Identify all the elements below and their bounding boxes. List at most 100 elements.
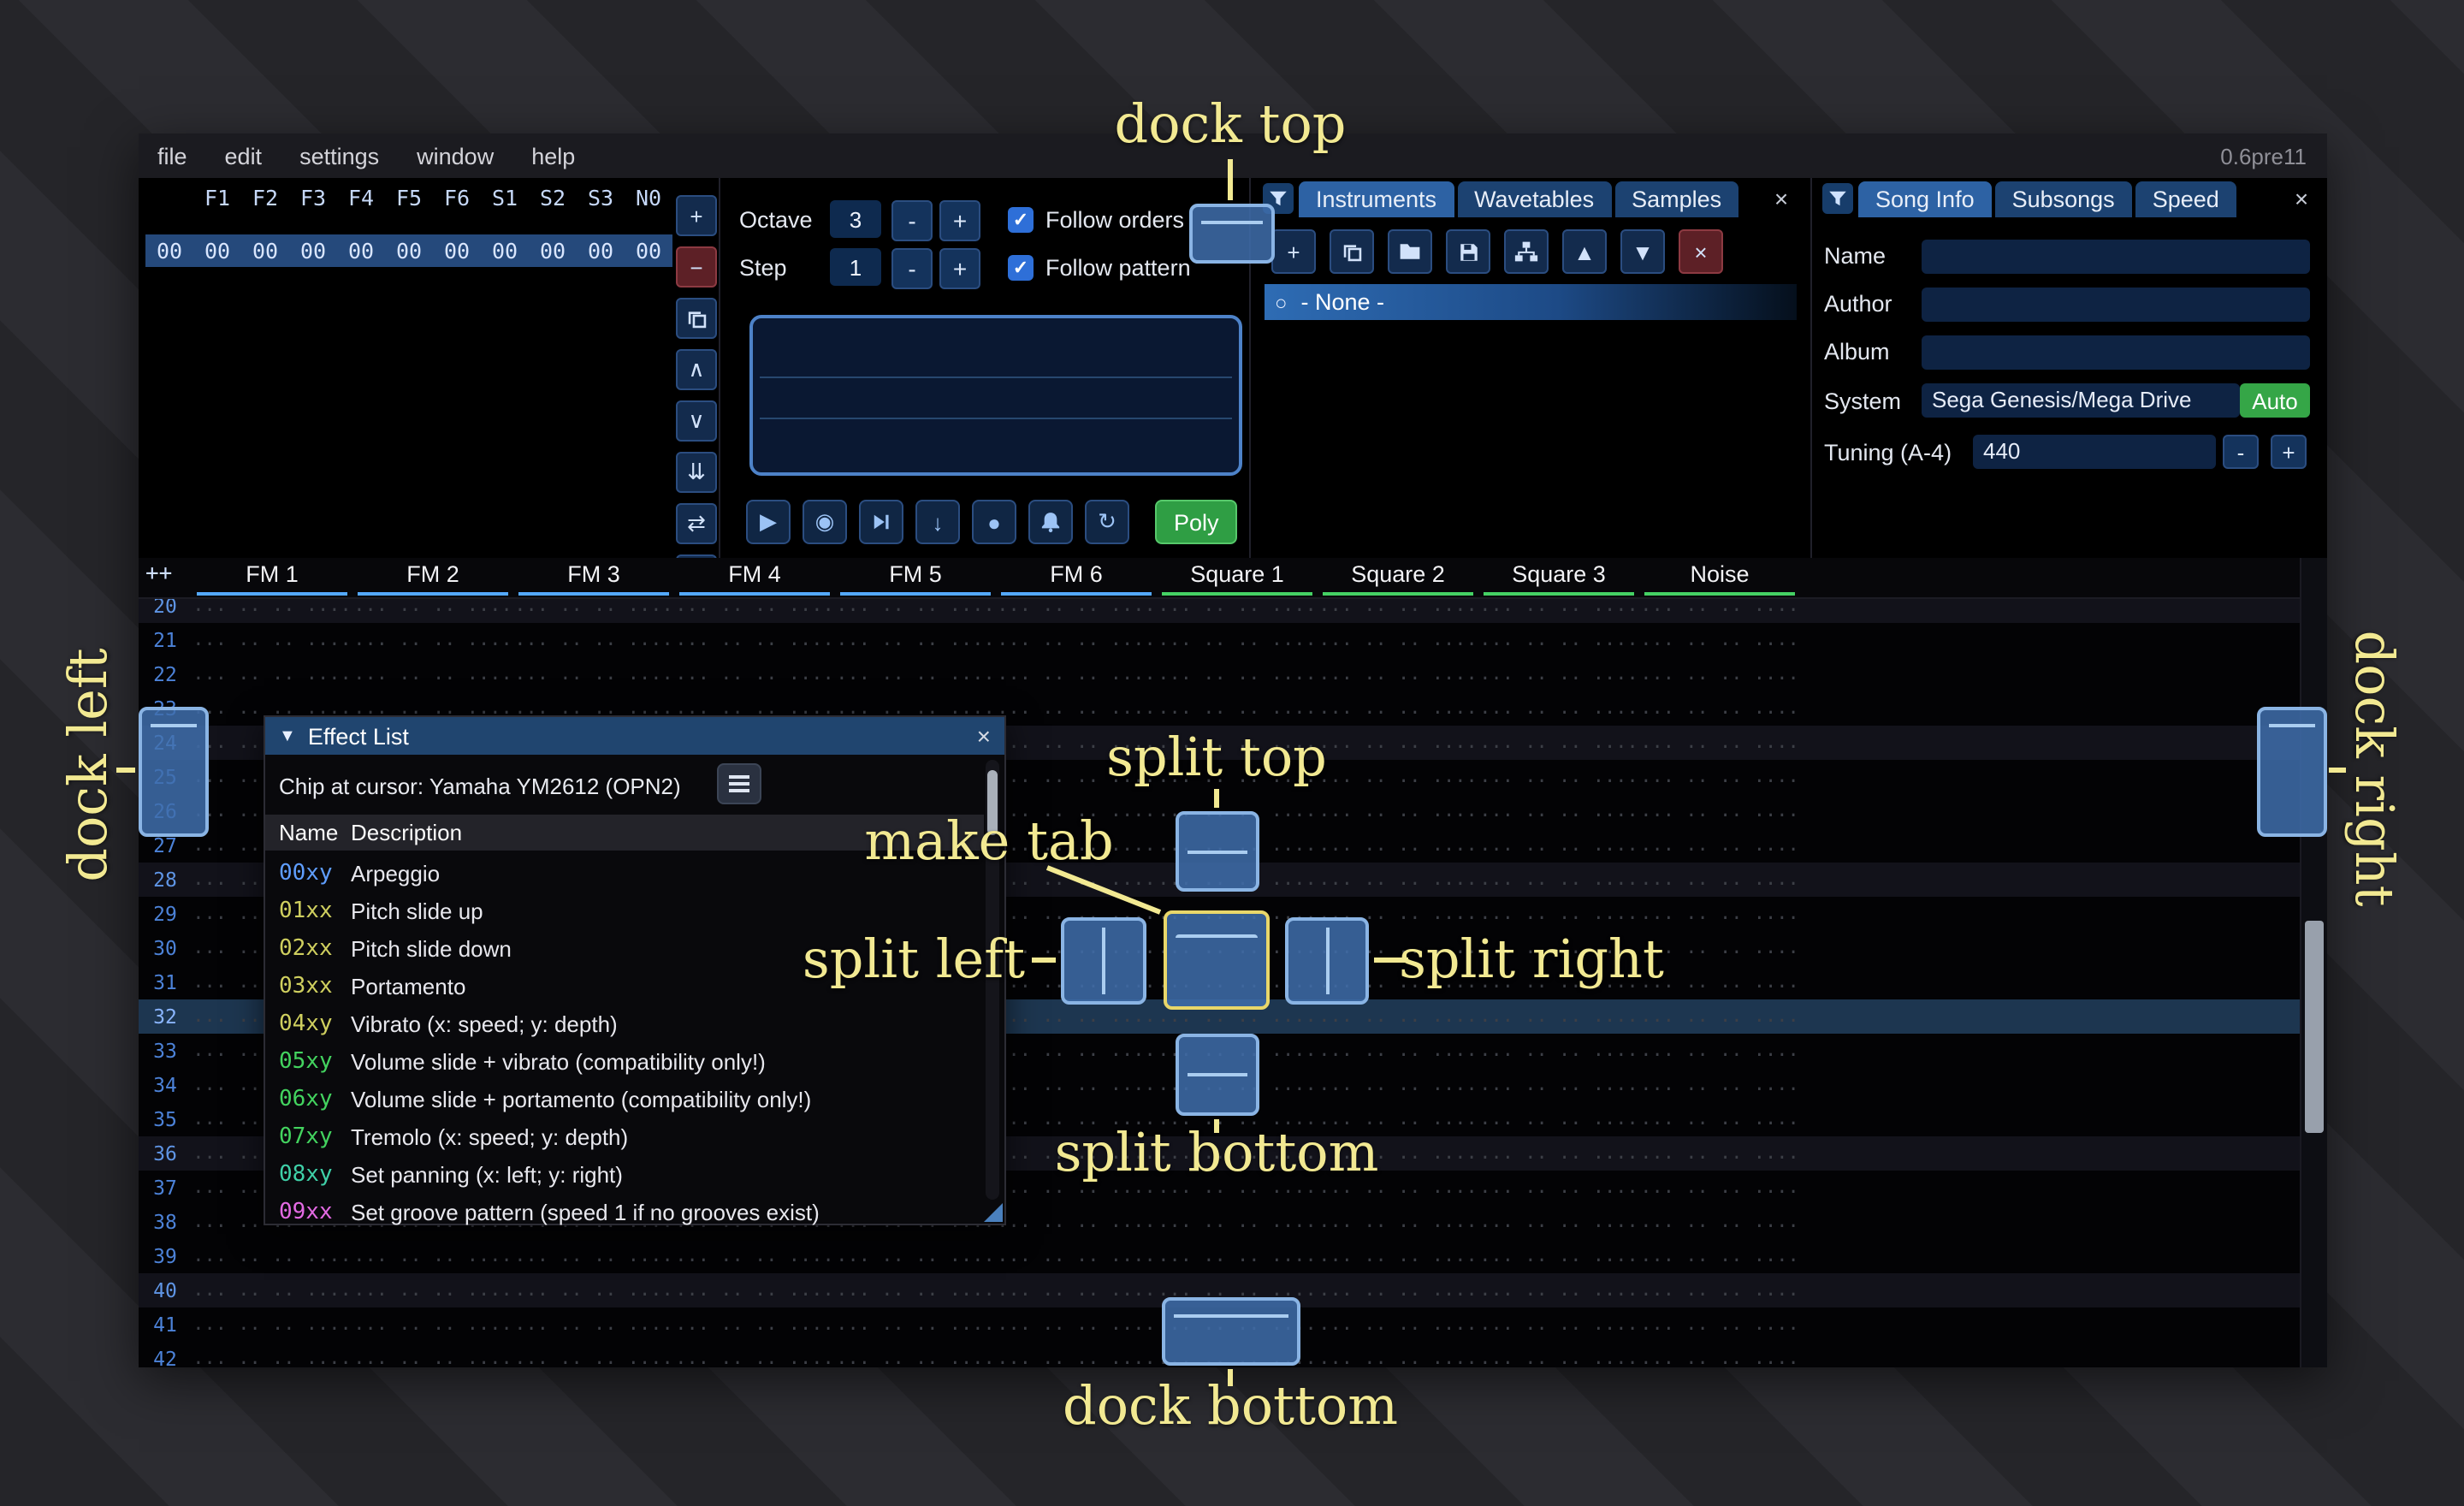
move-order-down-button[interactable]: ∨ (676, 400, 717, 442)
pattern-cell[interactable]: ... .. .. .... (1640, 1107, 1799, 1130)
pattern-cell[interactable]: ... .. .. .... (675, 1313, 834, 1335)
pattern-cell[interactable]: ... .. .. .... (514, 1278, 673, 1301)
pattern-cell[interactable]: ... .. .. .... (1158, 1244, 1317, 1266)
effect-list-titlebar[interactable]: ▼ Effect List × (265, 717, 1004, 755)
tab-instruments[interactable]: Instruments (1299, 181, 1454, 217)
pattern-cell[interactable]: ... .. .. .... (997, 1073, 1156, 1095)
record-button[interactable]: ● (972, 500, 1016, 544)
pattern-cell[interactable]: ... .. .. .... (997, 765, 1156, 787)
pattern-cell[interactable]: ... .. .. .... (997, 1244, 1156, 1266)
play-from-cursor-button[interactable]: ◉ (803, 500, 847, 544)
pattern-cell[interactable]: ... .. .. .... (1318, 1141, 1478, 1164)
pattern-cell[interactable]: ... .. .. .... (1479, 833, 1638, 856)
channel-header-fm-5[interactable]: FM 5 (835, 558, 996, 597)
pattern-cell[interactable]: ... .. .. .... (1479, 1244, 1638, 1266)
pattern-cell[interactable]: ... .. .. .... (353, 1278, 512, 1301)
order-value-cell[interactable]: 00 (491, 238, 518, 264)
pattern-cell[interactable]: ... .. .. .... (1479, 1347, 1638, 1367)
move-instrument-up-button[interactable]: ▲ (1562, 229, 1607, 274)
collapse-icon[interactable]: ▼ (279, 726, 296, 745)
pattern-cell[interactable]: ... .. .. .... (192, 1244, 352, 1266)
poly-toggle-button[interactable]: Poly (1155, 500, 1238, 544)
make-tab-target[interactable] (1164, 910, 1270, 1010)
pattern-cell[interactable]: ... .. .. .... (353, 1347, 512, 1367)
tab-subsongs[interactable]: Subsongs (1994, 181, 2132, 217)
pattern-cell[interactable]: ... .. .. .... (997, 1278, 1156, 1301)
pattern-cell[interactable]: ... .. .. .... (1318, 662, 1478, 685)
song-info-close-icon[interactable]: × (2294, 185, 2309, 212)
follow-pattern-checkbox[interactable]: ✓ (1008, 255, 1034, 281)
organize-instruments-button[interactable] (1504, 229, 1549, 274)
channel-header-fm-2[interactable]: FM 2 (352, 558, 513, 597)
pattern-cell[interactable]: ... .. .. .... (1479, 936, 1638, 958)
channel-header-fm-1[interactable]: FM 1 (192, 558, 352, 597)
pattern-cell[interactable]: ... .. .. .... (1318, 628, 1478, 650)
pattern-cell[interactable]: ... .. .. .... (192, 1313, 352, 1335)
dock-target-left[interactable] (139, 707, 209, 837)
pattern-cell[interactable]: ... .. .. .... (1640, 731, 1799, 753)
pattern-cell[interactable]: ... .. .. .... (1640, 1141, 1799, 1164)
name-field[interactable] (1922, 240, 2310, 274)
step-input[interactable]: 1 (830, 248, 881, 286)
tuning-increase-button[interactable]: + (2271, 435, 2307, 469)
pattern-cell[interactable]: ... .. .. .... (997, 628, 1156, 650)
order-value-cell[interactable]: 00 (443, 238, 471, 264)
pattern-cell[interactable]: ... .. .. .... (1640, 868, 1799, 890)
pattern-cell[interactable]: ... .. .. .... (997, 1347, 1156, 1367)
tuning-field[interactable]: 440 (1973, 435, 2216, 469)
pattern-cell[interactable]: ... .. .. .... (1640, 833, 1799, 856)
pattern-cell[interactable]: ... .. .. .... (1318, 697, 1478, 719)
split-target-right[interactable] (1285, 917, 1369, 1005)
author-field[interactable] (1922, 288, 2310, 322)
pattern-cell[interactable]: ... .. .. .... (836, 1347, 995, 1367)
save-instrument-button[interactable] (1446, 229, 1490, 274)
instrument-item[interactable]: ○- None - (1265, 284, 1797, 320)
repeat-pattern-button[interactable]: ↻ (1085, 500, 1129, 544)
tab-filter-button[interactable] (1822, 183, 1853, 214)
follow-orders-checkbox[interactable]: ✓ (1008, 207, 1034, 233)
pattern-cell[interactable]: ... .. .. .... (1158, 1278, 1317, 1301)
open-instrument-button[interactable] (1388, 229, 1432, 274)
pattern-cell[interactable]: ... .. .. .... (514, 697, 673, 719)
pattern-row-23[interactable]: 23... .. .. ....... .. .. ....... .. .. … (139, 691, 2300, 726)
metronome-button[interactable] (1028, 500, 1073, 544)
pattern-cell[interactable]: ... .. .. .... (1318, 833, 1478, 856)
pattern-cell[interactable]: ... .. .. .... (1318, 765, 1478, 787)
pattern-cell[interactable]: ... .. .. .... (514, 1313, 673, 1335)
pattern-cell[interactable]: ... .. .. .... (1479, 1039, 1638, 1061)
pattern-cell[interactable]: ... .. .. .... (1479, 765, 1638, 787)
pattern-cell[interactable]: ... .. .. .... (514, 662, 673, 685)
tab-samples[interactable]: Samples (1614, 181, 1739, 217)
pattern-cell[interactable]: ... .. .. .... (1479, 1005, 1638, 1027)
pattern-cell[interactable]: ... .. .. .... (997, 1107, 1156, 1130)
pattern-cell[interactable]: ... .. .. .... (1640, 1244, 1799, 1266)
pattern-row-42[interactable]: 42... .. .. ....... .. .. ....... .. .. … (139, 1342, 2300, 1367)
tab-speed[interactable]: Speed (2135, 181, 2236, 217)
channel-header-square-1[interactable]: Square 1 (1157, 558, 1318, 597)
octave-decrease-button[interactable]: - (891, 200, 933, 241)
duplicate-order-end-button[interactable]: ⇊ (676, 452, 717, 493)
pattern-cell[interactable]: ... .. .. .... (1479, 731, 1638, 753)
pattern-cell[interactable]: ... .. .. .... (514, 628, 673, 650)
pattern-cell[interactable]: ... .. .. .... (1158, 1141, 1317, 1164)
pattern-cell[interactable]: ... .. .. .... (675, 628, 834, 650)
pattern-cell[interactable]: ... .. .. .... (997, 833, 1156, 856)
order-value-cell[interactable]: 00 (587, 238, 614, 264)
pattern-cell[interactable]: ... .. .. .... (1479, 662, 1638, 685)
pattern-cell[interactable]: ... .. .. .... (836, 1278, 995, 1301)
add-order-button[interactable]: + (676, 195, 717, 236)
pattern-cell[interactable]: ... .. .. .... (353, 697, 512, 719)
pattern-cell[interactable]: ... .. .. .... (675, 1347, 834, 1367)
pattern-cell[interactable]: ... .. .. .... (1318, 1210, 1478, 1232)
pattern-cell[interactable]: ... .. .. .... (1479, 1313, 1638, 1335)
channel-header-fm-3[interactable]: FM 3 (513, 558, 674, 597)
pattern-cell[interactable]: ... .. .. .... (1479, 1073, 1638, 1095)
pattern-cell[interactable]: ... .. .. .... (1479, 1176, 1638, 1198)
pattern-cell[interactable]: ... .. .. .... (1640, 1073, 1799, 1095)
split-target-bottom[interactable] (1176, 1034, 1259, 1116)
pattern-cell[interactable]: ... .. .. .... (192, 1278, 352, 1301)
